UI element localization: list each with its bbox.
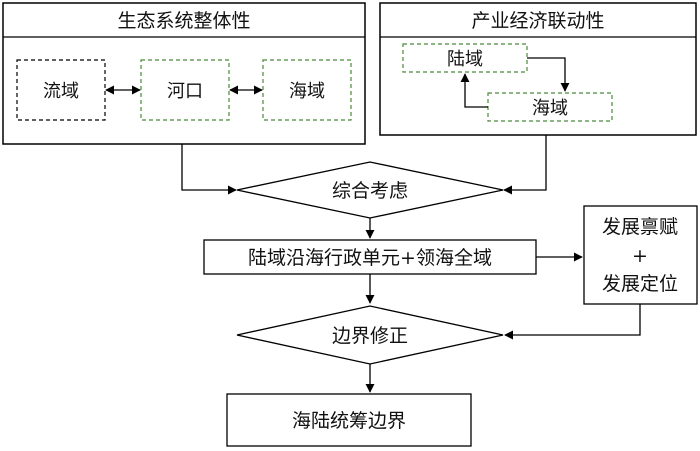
correction-diamond xyxy=(236,305,504,365)
node-estuary-label: 河口 xyxy=(167,81,203,102)
consider-diamond xyxy=(236,161,504,219)
industry-panel-title: 产业经济联动性 xyxy=(471,10,604,32)
ocean-to-land-arrow xyxy=(460,73,488,108)
node-basin-box xyxy=(16,59,106,121)
endowment-box xyxy=(583,205,698,305)
node-basin-label: 流域 xyxy=(43,81,79,102)
industry-panel: 产业经济联动性 陆域 海域 xyxy=(379,2,697,136)
node-ocean-label: 海域 xyxy=(532,98,568,119)
ecosystem-panel: 生态系统整体性 流域 河口 海域 xyxy=(2,2,366,145)
unit-label: 陆域沿海行政单元+领海全域 xyxy=(248,247,492,269)
endowment-line1: 发展禀赋 xyxy=(602,216,678,238)
node-sea-label: 海域 xyxy=(289,81,325,102)
industry-to-consider-arrow xyxy=(503,135,547,195)
endowment-to-correction-arrow xyxy=(504,304,641,340)
correction-label: 边界修正 xyxy=(332,325,408,347)
consider-label: 综合考虑 xyxy=(332,180,408,202)
node-sea-box xyxy=(262,59,352,121)
node-estuary-box xyxy=(140,59,230,121)
industry-panel-frame xyxy=(379,2,697,136)
endowment-line2: 发展定位 xyxy=(602,273,678,295)
land-to-ocean-arrow xyxy=(527,57,570,92)
ecosystem-to-consider-arrow xyxy=(181,144,237,195)
result-box xyxy=(226,393,472,447)
node-land-label: 陆域 xyxy=(447,49,483,70)
result-label: 海陆统筹边界 xyxy=(292,410,406,432)
ecosystem-panel-frame xyxy=(2,2,366,145)
ecosystem-panel-title: 生态系统整体性 xyxy=(117,10,250,32)
node-land-box xyxy=(402,43,528,73)
endowment-plus: + xyxy=(632,245,648,267)
